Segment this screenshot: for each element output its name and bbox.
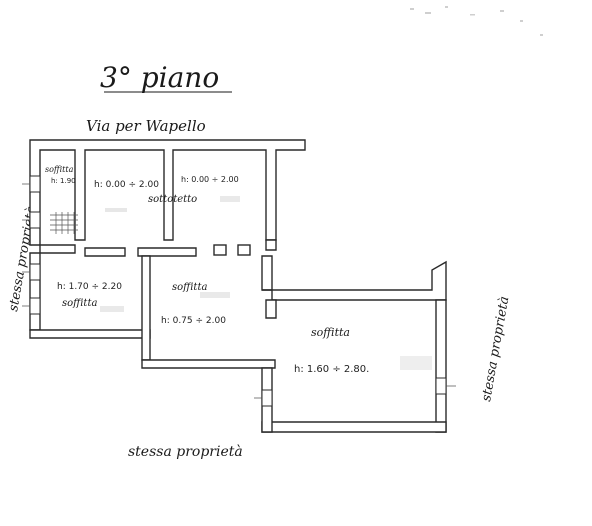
room-d-name: soffitta <box>62 298 97 309</box>
room-labels: soffitta h: 1.90 h: 0.00 ÷ 2.00 sottotet… <box>45 165 369 375</box>
scan-smudges <box>100 196 432 370</box>
neighbor-right-label: stessa proprietà <box>479 295 512 403</box>
windows <box>22 175 456 407</box>
room-e-name: soffitta <box>172 282 207 293</box>
window-left-2 <box>29 211 41 229</box>
room-b-height: h: 0.00 ÷ 2.00 <box>94 180 159 190</box>
room-b-name: sottotetto <box>148 194 197 205</box>
walls <box>29 139 447 433</box>
room-e-height: h: 0.75 ÷ 2.00 <box>161 316 226 326</box>
stair-hatch <box>50 212 78 234</box>
window-left-3 <box>29 263 41 281</box>
room-f-height: h: 1.60 ÷ 2.80. <box>294 364 369 375</box>
room-a-height: h: 1.90 <box>51 177 76 185</box>
window-inner-1 <box>261 389 273 407</box>
scan-noise <box>410 6 543 36</box>
window-left-4 <box>29 297 41 315</box>
room-c-height: h: 0.00 ÷ 2.00 <box>181 175 239 184</box>
plan-title: 3° piano <box>100 61 219 94</box>
window-left-1 <box>29 175 41 193</box>
room-f-name: soffitta <box>311 326 350 339</box>
street-label: Via per Wapello <box>86 117 206 135</box>
window-right-1 <box>435 377 447 395</box>
neighbor-bottom-label: stessa proprietà <box>128 444 243 460</box>
room-a-name: soffitta <box>45 165 74 174</box>
room-d-height: h: 1.70 ÷ 2.20 <box>57 282 122 292</box>
